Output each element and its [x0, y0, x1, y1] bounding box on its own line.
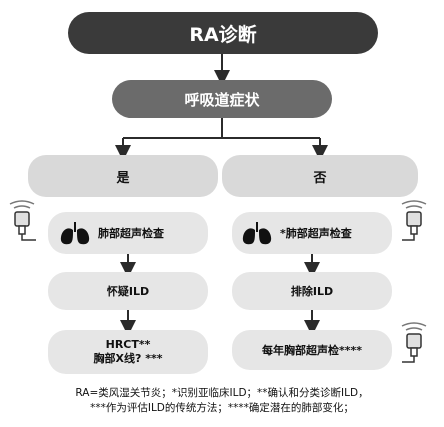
root-node: RA诊断	[68, 12, 378, 54]
no-node: 否	[222, 155, 418, 197]
lungs-icon	[242, 222, 272, 245]
ultrasound-probe-icon	[401, 200, 427, 241]
symptom-node: 呼吸道症状	[112, 80, 332, 118]
suspect-ild-node: 怀疑ILD	[48, 272, 208, 310]
exclude-ild-node: 排除ILD	[232, 272, 392, 310]
ultrasound-probe-icon	[9, 200, 36, 241]
annual-ultrasound-node: 每年胸部超声检****	[232, 330, 392, 370]
hrct-line2: 胸部X线? ***	[93, 352, 163, 365]
yes-node: 是	[28, 155, 218, 197]
footnote-line2: ***作为评估ILD的传统方法；****确定潜在的肺部变化；	[90, 402, 354, 414]
hrct-line1: HRCT**	[105, 338, 151, 351]
ultrasound-left-label: 肺部超声检查	[98, 227, 164, 240]
footnote-line1: RA=类风湿关节炎；*识别亚临床ILD；**确认和分类诊断ILD，	[75, 387, 369, 399]
ultrasound-right-node: *肺部超声检查	[232, 212, 392, 254]
hrct-node: HRCT** 胸部X线? ***	[48, 330, 208, 374]
lungs-icon	[60, 222, 90, 245]
ultrasound-left-node: 肺部超声检查	[48, 212, 208, 254]
ultrasound-probe-icon	[401, 322, 427, 363]
footnote: RA=类风湿关节炎；*识别亚临床ILD；**确认和分类诊断ILD， ***作为评…	[10, 386, 434, 416]
ultrasound-right-label: *肺部超声检查	[280, 227, 352, 240]
